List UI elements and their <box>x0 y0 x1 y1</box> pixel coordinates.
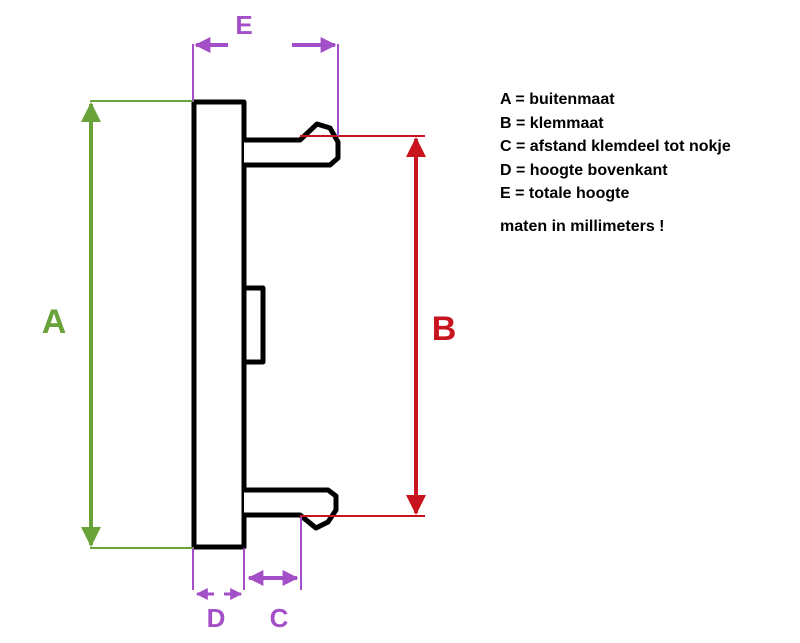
dim-c-label: C <box>270 603 289 633</box>
center-nub <box>241 285 266 365</box>
dimension-a: A <box>42 100 194 549</box>
upper-clip-hook <box>244 121 341 168</box>
dim-e-label: E <box>235 10 252 40</box>
dimension-e: E <box>192 10 339 136</box>
legend-item-a: A = buitenmaat <box>500 91 615 108</box>
dim-b-label: B <box>432 310 457 348</box>
legend-item-e: E = totale hoogte <box>500 185 630 202</box>
units-note: maten in millimeters ! <box>500 218 665 235</box>
base-plate <box>191 99 247 550</box>
dimension-d: D <box>192 548 245 633</box>
clip-part <box>191 99 341 550</box>
lower-clip-hook <box>244 487 339 531</box>
dimension-c: C <box>247 517 302 633</box>
legend-item-c: C = afstand klemdeel tot nokje <box>500 138 731 155</box>
dim-a-label: A <box>42 303 67 341</box>
dimension-legend: A = buitenmaat B = klemmaat C = afstand … <box>500 88 731 206</box>
dimension-b: B <box>300 135 457 517</box>
legend-item-d: D = hoogte bovenkant <box>500 161 668 179</box>
legend-item-b: B = klemmaat <box>500 114 604 132</box>
dim-d-label: D <box>207 603 226 633</box>
